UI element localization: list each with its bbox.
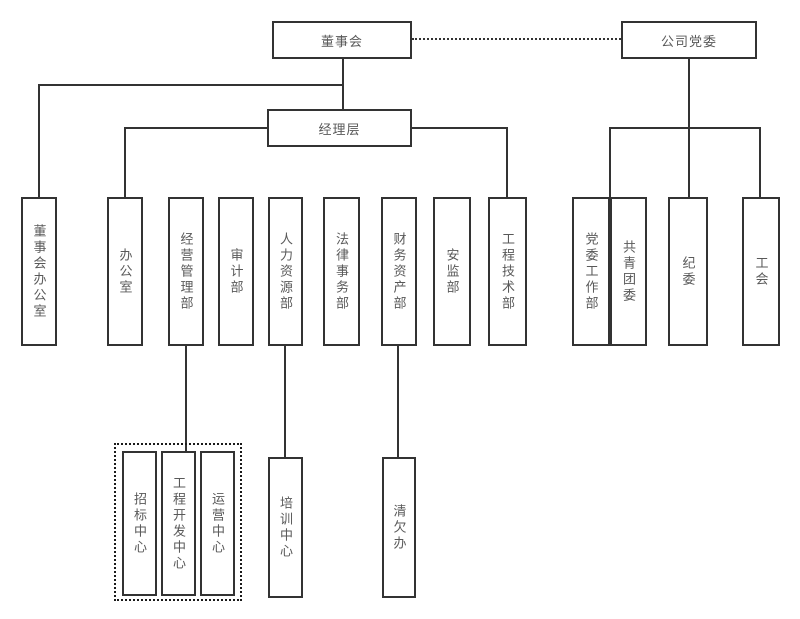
node-board-office: 董事会办公室 (21, 197, 57, 346)
node-engineering-technology-dept: 工程技术部 (488, 197, 527, 346)
connector-board-office-horizontal (38, 84, 344, 86)
node-management-layer: 经理层 (267, 109, 412, 147)
connector-party-horizontal (609, 127, 761, 129)
node-company-party-committee: 公司党委 (621, 21, 757, 59)
node-arrears-clearing-office: 清欠办 (382, 457, 416, 598)
node-office: 办公室 (107, 197, 143, 346)
connector-party-work-drop (609, 127, 611, 197)
connector-board-office-drop (38, 84, 40, 197)
node-operations-center: 运营中心 (200, 451, 235, 596)
connector-finance-arrears (397, 346, 399, 457)
node-bidding-center: 招标中心 (122, 451, 157, 596)
node-labor-union: 工会 (742, 197, 780, 346)
connector-office-drop (124, 127, 126, 197)
connector-union-drop (759, 127, 761, 197)
node-business-management-dept: 经营管理部 (168, 197, 204, 346)
connector-hr-training (284, 346, 286, 457)
connector-management-right-horizontal (412, 127, 508, 129)
node-training-center: 培训中心 (268, 457, 303, 598)
connector-management-left-horizontal (124, 127, 267, 129)
connector-business-mgmt-centers (185, 346, 187, 451)
node-audit-dept: 审计部 (218, 197, 254, 346)
node-discipline-committee: 纪委 (668, 197, 708, 346)
node-legal-affairs-dept: 法律事务部 (323, 197, 360, 346)
node-party-committee-work-dept: 党委工作部 (572, 197, 610, 346)
connector-engineering-drop (506, 127, 508, 197)
node-finance-assets-dept: 财务资产部 (381, 197, 417, 346)
dotted-group-centers (114, 443, 242, 601)
node-human-resources-dept: 人力资源部 (268, 197, 303, 346)
node-engineering-development-center: 工程开发中心 (161, 451, 196, 596)
node-safety-supervision-dept: 安监部 (433, 197, 471, 346)
connector-board-party-dotted (412, 38, 621, 40)
node-youth-league-committee: 共青团委 (610, 197, 647, 346)
node-board-of-directors: 董事会 (272, 21, 412, 59)
